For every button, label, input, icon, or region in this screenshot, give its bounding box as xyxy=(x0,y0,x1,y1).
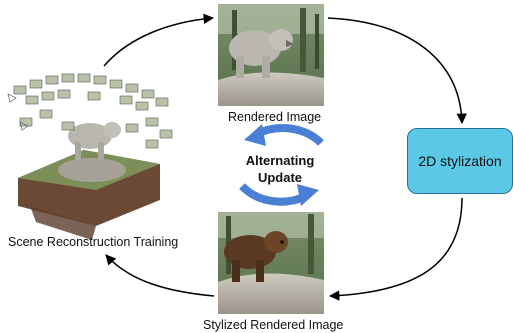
alternating-update-cycle xyxy=(239,124,324,206)
arrow-stylization-to-stylized xyxy=(328,197,463,301)
stylization-label: 2D stylization xyxy=(418,153,502,169)
scene-reconstruction-image xyxy=(7,73,173,240)
stylization-box: 2D stylization xyxy=(407,128,513,194)
alternating-label-line2: Update xyxy=(257,170,303,185)
camera-frustums xyxy=(13,73,173,149)
alternating-label-line1: Alternating xyxy=(245,153,315,168)
alternating-update-label: Alternating Update xyxy=(238,152,322,186)
stylized-image-caption: Stylized Rendered Image xyxy=(203,318,344,332)
stylized-rendered-image xyxy=(218,212,324,314)
cycle-arrowhead-top xyxy=(244,124,266,146)
rendered-image xyxy=(218,4,324,106)
rendered-image-caption: Rendered Image xyxy=(228,110,322,124)
arrow-stylized-to-reconstruction xyxy=(105,254,215,297)
arrow-rendered-to-stylization xyxy=(327,17,467,125)
cycle-arrowhead-bottom xyxy=(297,184,319,206)
scene-reconstruction-caption: Scene Reconstruction Training xyxy=(8,235,179,249)
arrow-reconstruction-to-rendered xyxy=(103,13,215,67)
